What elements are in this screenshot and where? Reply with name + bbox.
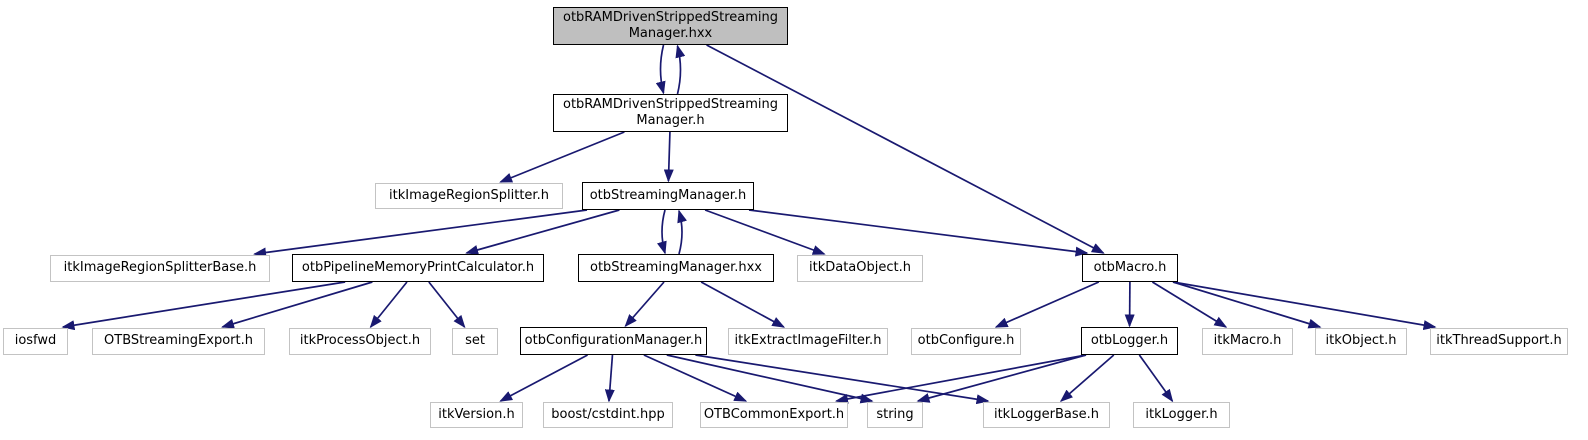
include-edge — [499, 131, 625, 183]
include-edge — [465, 209, 620, 255]
include-edge — [61, 281, 346, 331]
include-edge — [1059, 354, 1115, 402]
file-node-otbmacro[interactable]: otbMacro.h — [1082, 254, 1178, 282]
include-edge — [994, 281, 1100, 328]
file-node-pipeline[interactable]: otbPipelineMemoryPrintCalculator.h — [292, 254, 544, 282]
include-edge — [253, 209, 588, 258]
file-node-threadsupport: itkThreadSupport.h — [1430, 328, 1568, 355]
file-node-itkmacro: itkMacro.h — [1202, 328, 1293, 355]
file-node-configmgr[interactable]: otbConfigurationManager.h — [520, 327, 707, 355]
include-edge — [604, 354, 615, 403]
file-node-extract: itkExtractImageFilter.h — [728, 328, 888, 355]
include-edge — [666, 354, 874, 404]
include-edge — [700, 281, 786, 328]
include-edge — [704, 209, 826, 255]
include-edge — [1138, 354, 1174, 403]
file-node-rds-h[interactable]: otbRAMDrivenStrippedStreaming Manager.h — [553, 94, 788, 132]
include-edge — [834, 354, 1087, 404]
include-edge — [1151, 281, 1228, 328]
file-node-configure: otbConfigure.h — [911, 328, 1021, 355]
file-node-streamexport: OTBStreamingExport.h — [92, 328, 265, 355]
file-node-processobject: itkProcessObject.h — [289, 328, 431, 355]
file-node-logger[interactable]: otbLogger.h — [1081, 327, 1178, 355]
include-edge — [624, 281, 665, 328]
include-edge — [663, 131, 674, 183]
file-node-itklogger: itkLogger.h — [1133, 402, 1230, 428]
file-node-iosfwd: iosfwd — [3, 328, 68, 355]
include-edge — [677, 209, 687, 255]
file-node-splitterbase: itkImageRegionSplitterBase.h — [50, 255, 270, 282]
file-node-loggerbase: itkLoggerBase.h — [983, 402, 1110, 428]
include-edge — [748, 209, 1089, 257]
include-edge — [499, 354, 588, 402]
file-node-set: set — [452, 328, 498, 355]
include-edge — [916, 354, 1087, 403]
file-node-version: itkVersion.h — [430, 402, 523, 428]
file-node-smgr-hxx[interactable]: otbStreamingManager.hxx — [578, 254, 774, 282]
include-edge — [1172, 281, 1437, 330]
include-edge — [428, 281, 466, 329]
file-node-splitter: itkImageRegionSplitter.h — [375, 183, 563, 209]
file-node-boost: boost/cstdint.hpp — [543, 402, 673, 428]
file-node-smgr-h[interactable]: otbStreamingManager.h — [582, 182, 754, 210]
file-node-rds-hxx: otbRAMDrivenStrippedStreaming Manager.hx… — [553, 7, 788, 45]
include-edge — [643, 354, 748, 402]
file-node-string: string — [867, 402, 923, 428]
include-edge — [657, 209, 667, 255]
file-node-commonexport: OTBCommonExport.h — [700, 402, 848, 428]
include-edge — [695, 354, 990, 405]
include-edge — [675, 44, 686, 95]
include-edge — [369, 281, 408, 329]
include-edge — [1172, 281, 1322, 329]
include-edge — [706, 44, 1105, 254]
include-edge — [655, 44, 666, 95]
file-node-dataobject: itkDataObject.h — [797, 255, 923, 282]
include-edge — [221, 281, 373, 329]
file-node-itkobject: itkObject.h — [1315, 328, 1407, 355]
